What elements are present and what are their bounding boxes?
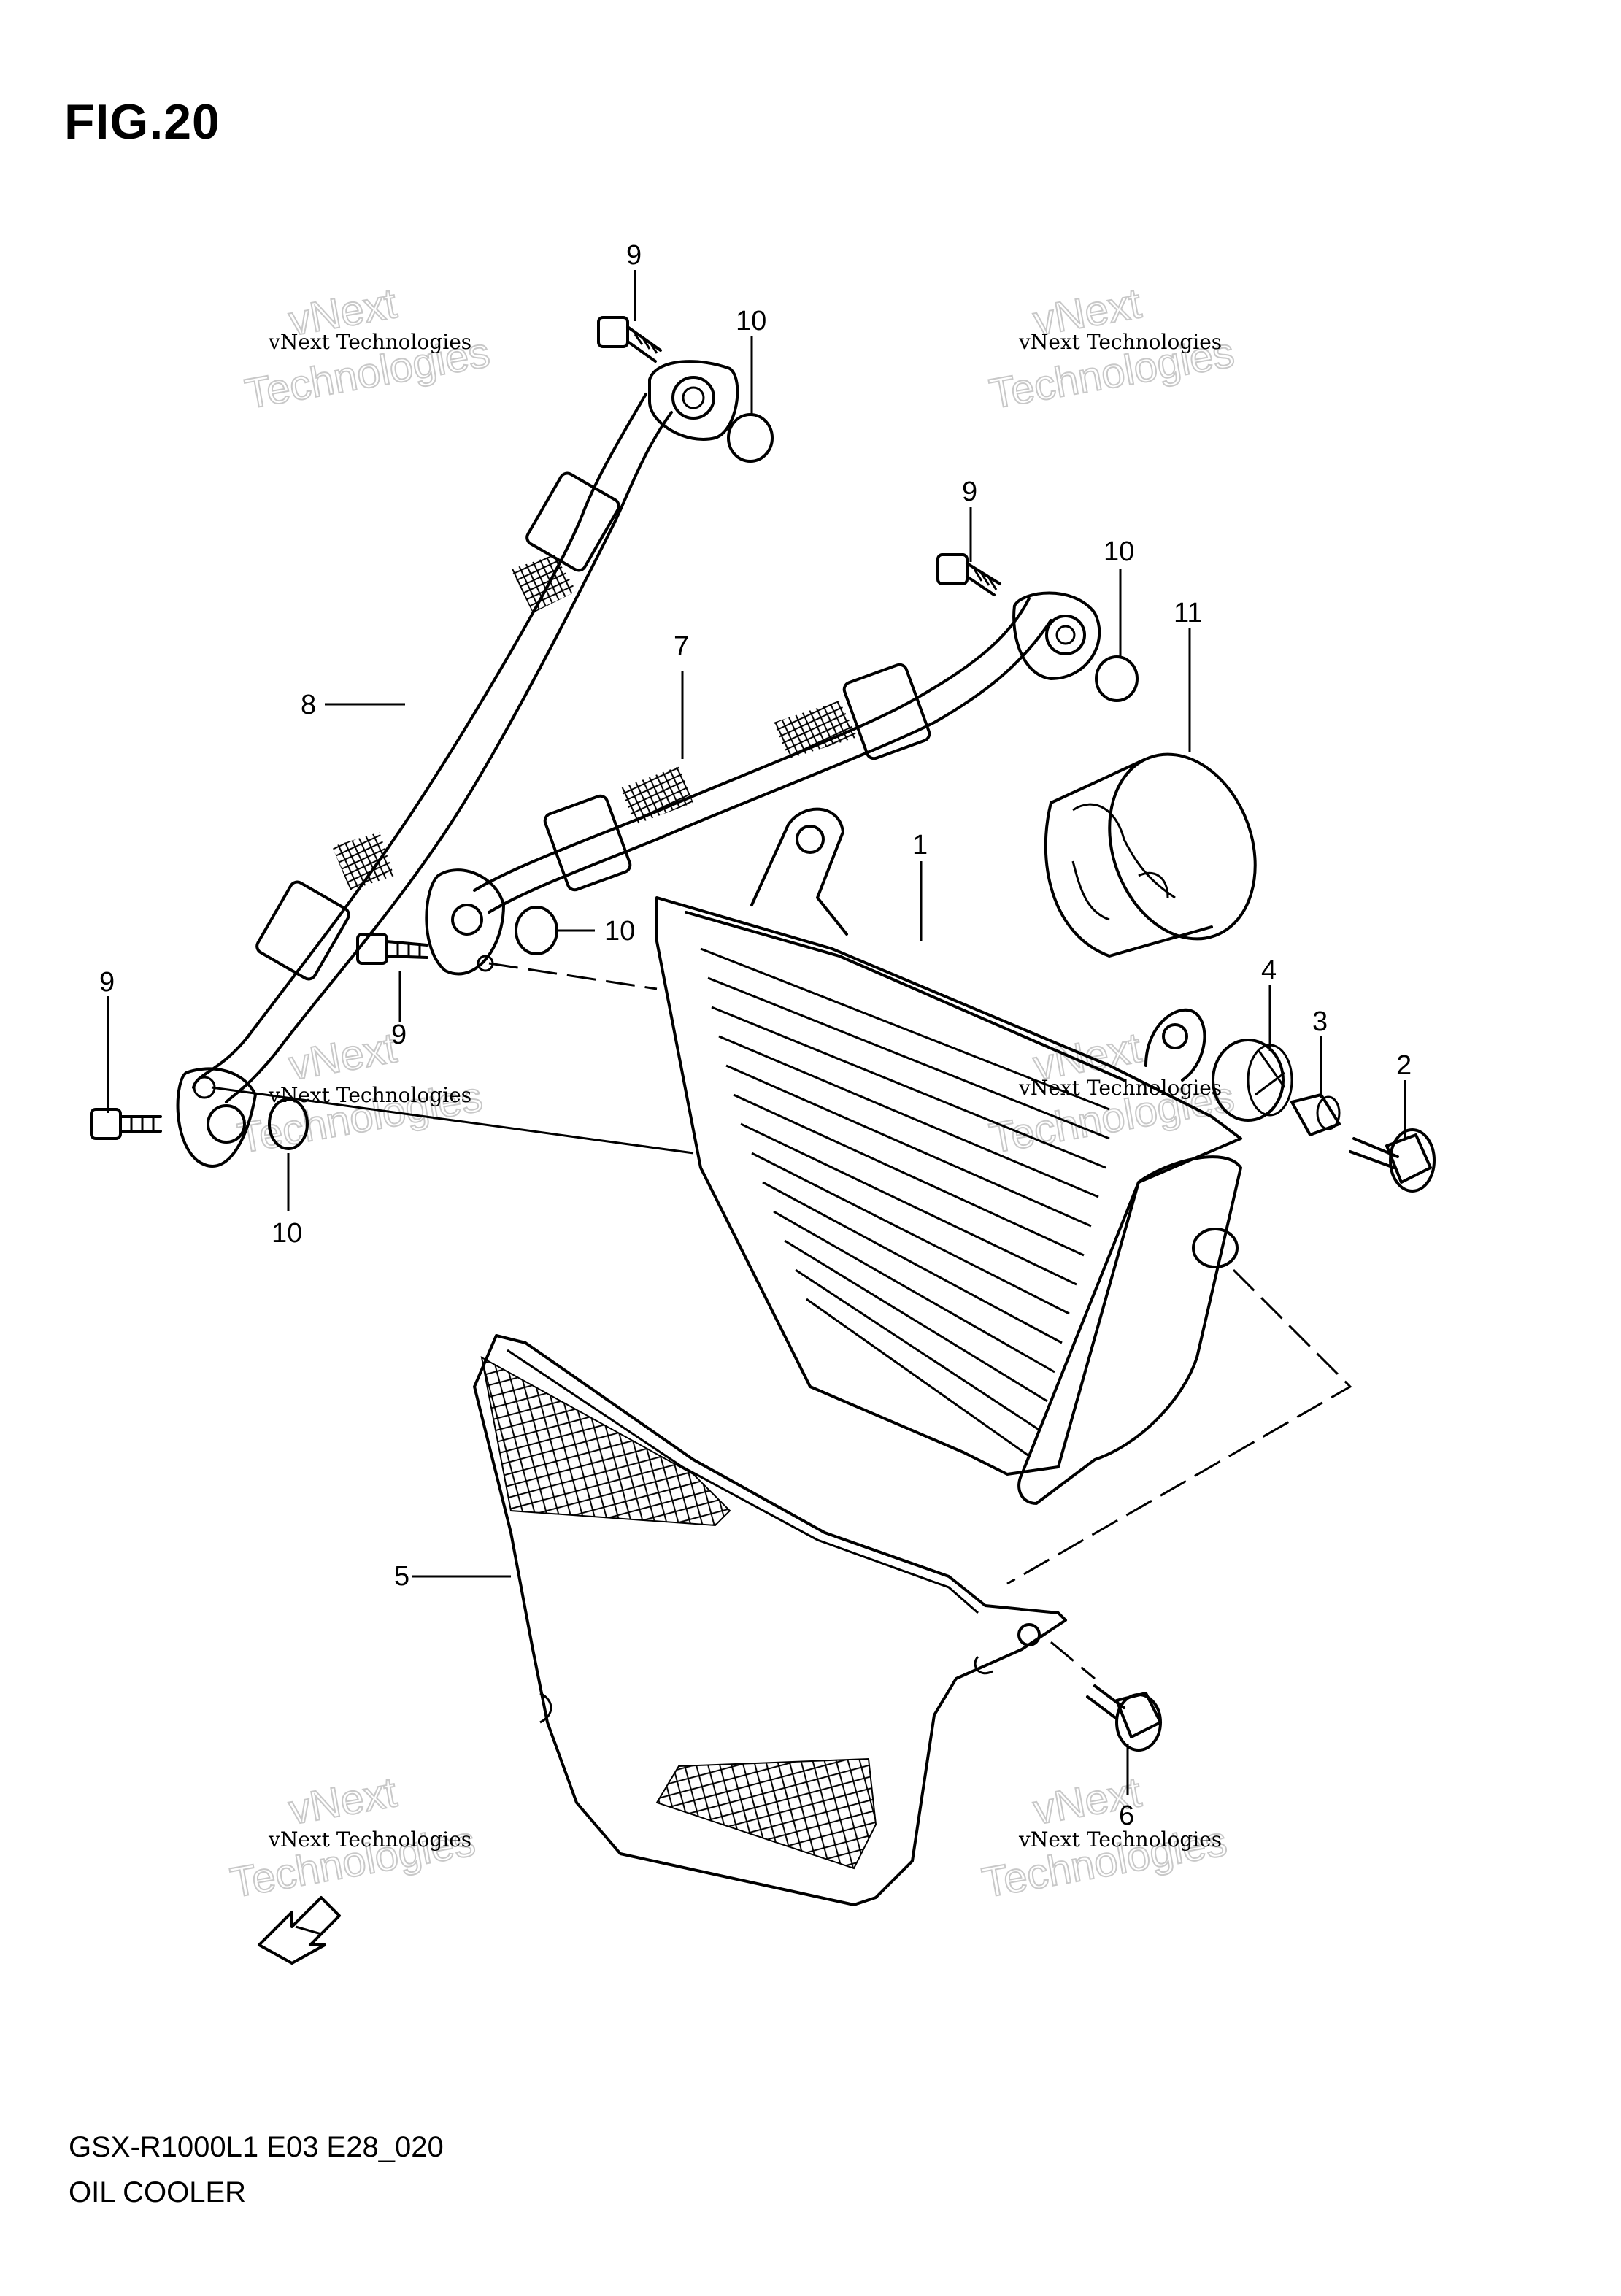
callout-10-mid: 10 [1104,536,1134,567]
cooler-guard-5 [473,1334,1067,1906]
callout-7: 7 [674,631,689,662]
bolt-9-top [597,316,662,363]
figure-name: OIL COOLER [69,2176,247,2208]
callout-9-lower: 9 [391,1020,407,1050]
collar-3 [1290,1093,1341,1136]
oil-filter-11 [1044,752,1257,958]
callout-8: 8 [301,690,316,720]
leader-lines [107,270,1406,1795]
callout-9-mid: 9 [962,477,977,507]
callout-9-top: 9 [626,240,642,271]
svg-text:vNext: vNext [285,1768,400,1834]
watermark-top-right: Technologies vNext vNext Technologies [985,279,1239,419]
alignment-line-bolt6 [1050,1641,1096,1680]
callout-5: 5 [394,1561,409,1592]
callout-6: 6 [1119,1800,1134,1831]
callout-10-left: 10 [272,1218,302,1249]
svg-text:vNext Technologies: vNext Technologies [1018,1827,1222,1852]
watermark-middle-right: Technologies vNext vNext Technologies [985,1023,1239,1163]
callout-4: 4 [1261,955,1277,986]
svg-text:vNext: vNext [285,1024,400,1090]
svg-text:vNext Technologies: vNext Technologies [268,1827,471,1852]
callout-10-top: 10 [736,306,766,336]
watermark-top-left: Technologies vNext vNext Technologies [241,279,494,419]
figure-title: FIG.20 [64,94,220,150]
callout-9-left: 9 [99,967,115,998]
o-ring-10-top [727,413,774,463]
bolt-9-mid [936,553,1001,596]
svg-text:vNext Technologies: vNext Technologies [268,1083,471,1107]
oil-cooler-1 [655,807,1242,1505]
forward-arrow-icon [258,1896,341,1965]
oil-hose-7 [425,591,1101,976]
o-ring-10-mid [1095,655,1139,702]
alignment-line-hose7 [488,962,658,990]
watermark-bottom-right: Technologies vNext vNext Technologies [978,1768,1231,1908]
o-ring-10-left [268,1098,309,1150]
callout-3: 3 [1312,1006,1328,1037]
o-ring-10-lower [515,906,558,955]
alignment-line-guard [1006,1268,1352,1585]
svg-text:vNext Technologies: vNext Technologies [268,330,471,354]
callout-11: 11 [1174,598,1202,628]
watermark-bottom-left: Technologies vNext vNext Technologies [226,1768,480,1908]
oil-hose-8 [176,360,739,1168]
bolt-9-left [90,1108,162,1140]
callout-10-lower: 10 [604,916,635,947]
watermark-middle-left: Technologies vNext vNext Technologies [234,1023,487,1163]
bolt-2 [1349,1128,1436,1193]
model-code: GSX-R1000L1 E03 E28_020 [69,2131,444,2163]
svg-text:vNext Technologies: vNext Technologies [1018,330,1222,354]
bolt-9-lower [356,933,428,965]
bolt-6 [1086,1684,1162,1752]
alignment-line-hose8 [211,1086,694,1155]
callout-1: 1 [912,830,928,860]
callout-2: 2 [1396,1050,1412,1081]
